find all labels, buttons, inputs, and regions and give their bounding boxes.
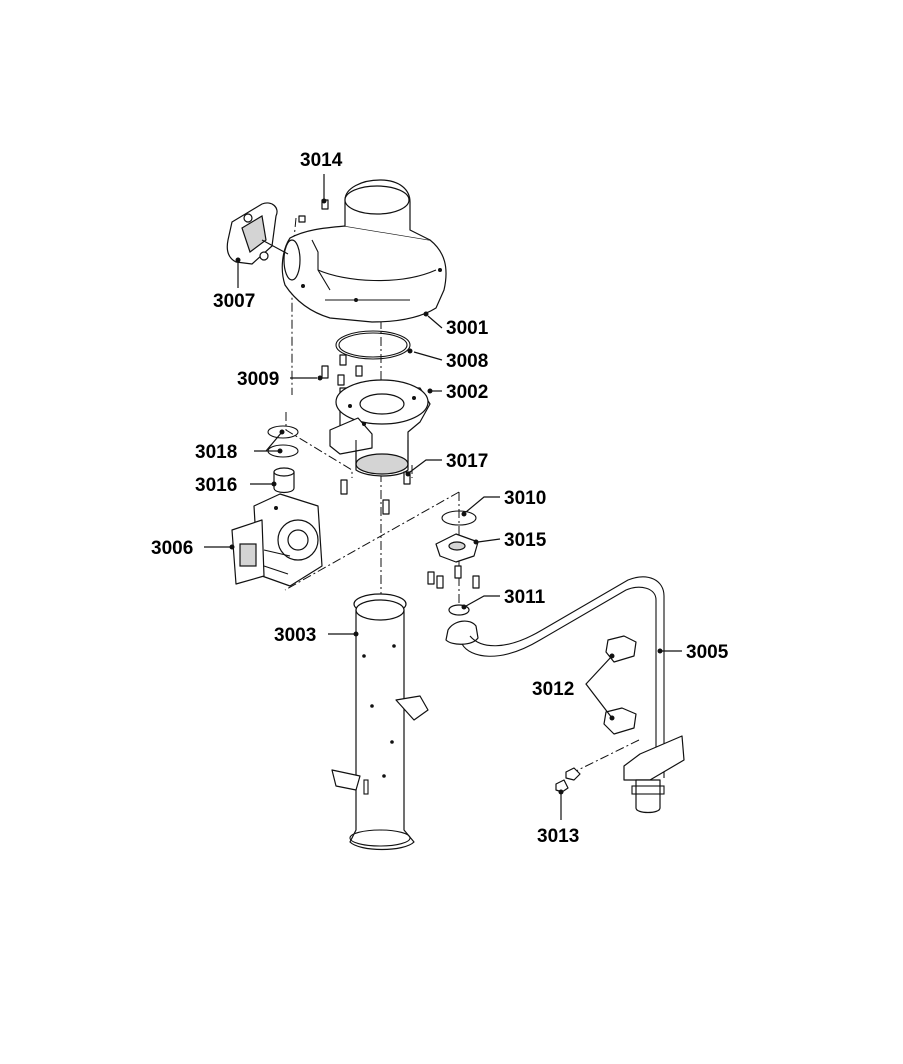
- ring-3010: [441, 510, 477, 526]
- part-label-3003: 3003: [274, 625, 316, 646]
- part-label-3014: 3014: [300, 150, 343, 171]
- part-label-3001: 3001: [446, 318, 489, 339]
- part-label-3009: 3009: [237, 369, 279, 390]
- cover-plate-3007: [226, 202, 289, 265]
- burner-tube-3003: [331, 593, 429, 851]
- leader-lines: [204, 174, 682, 820]
- mixing-unit-3002: [329, 379, 431, 477]
- adapter-3016: [273, 467, 295, 494]
- nuts-3013: [555, 767, 581, 793]
- clips-3012: [603, 635, 637, 735]
- part-label-3012: 3012: [532, 679, 574, 700]
- part-label-3002: 3002: [446, 382, 488, 403]
- fan-blower-3001: [281, 179, 447, 323]
- part-label-3010: 3010: [504, 488, 546, 509]
- sealing-ring-3008: [335, 330, 411, 360]
- gas-valve-3006: [231, 493, 323, 587]
- part-label-3016: 3016: [195, 475, 237, 496]
- screws-3009: [321, 354, 390, 515]
- part-label-3005: 3005: [686, 642, 729, 663]
- gas-pipe-3005: [445, 576, 685, 814]
- part-labels: 3014 3007 3001 3008 3009 3002 3018 3017 …: [151, 150, 729, 847]
- part-label-3007: 3007: [213, 291, 255, 312]
- part-label-3011: 3011: [504, 587, 546, 608]
- part-label-3017: 3017: [446, 451, 488, 472]
- part-label-3013: 3013: [537, 826, 579, 847]
- part-label-3015: 3015: [504, 530, 547, 551]
- part-label-3008: 3008: [446, 351, 488, 372]
- part-label-3006: 3006: [151, 538, 193, 559]
- flange-3015: [427, 533, 480, 589]
- part-label-3018: 3018: [195, 442, 237, 463]
